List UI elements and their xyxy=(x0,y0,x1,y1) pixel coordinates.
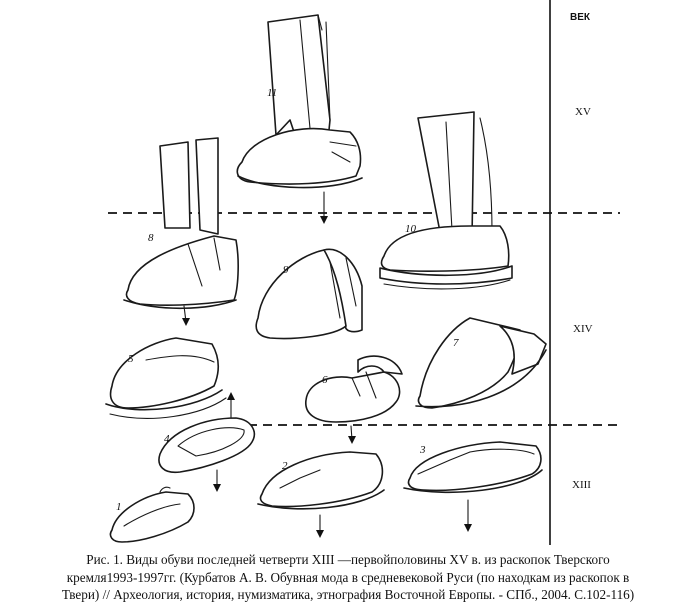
caption-line-1: Рис. 1. Виды обуви последней четверти XI… xyxy=(86,552,610,567)
shoe-8: 8 xyxy=(123,137,239,310)
arrow-4-down xyxy=(213,469,221,492)
arrow-4-to-5 xyxy=(227,392,235,419)
shoe-10-number: 10 xyxy=(405,223,417,235)
shoe-1: 1 xyxy=(109,486,195,543)
century-axis-header: ВЕК xyxy=(570,12,591,23)
shoe-9-number: 9 xyxy=(283,264,289,276)
shoe-2: 2 xyxy=(257,451,385,510)
shoe-7: 7 xyxy=(415,317,547,409)
shoe-11: 11 xyxy=(236,14,363,189)
figure-caption: Рис. 1. Виды обуви последней четверти XI… xyxy=(4,551,692,614)
shoe-5-number: 5 xyxy=(128,353,134,365)
century-label-xiii: XIII xyxy=(572,479,591,491)
century-label-xiv: XIV xyxy=(573,323,593,335)
shoe-4-number: 4 xyxy=(164,433,170,445)
shoe-7-number: 7 xyxy=(453,337,459,349)
caption-line-3: Твери) // Археология, история, нумизмати… xyxy=(61,587,635,602)
shoe-6: 6 xyxy=(305,355,403,423)
shoe-2-number: 2 xyxy=(282,460,288,472)
footwear-drawing: ВЕК XV XIV XIII 11 8 1 xyxy=(105,0,620,545)
shoe-6-number: 6 xyxy=(322,374,328,386)
shoe-9: 9 xyxy=(255,248,363,340)
footwear-figure: ВЕК XV XIV XIII 11 8 1 xyxy=(105,0,620,545)
shoe-10: 10 xyxy=(379,111,513,290)
arrow-3-down xyxy=(464,499,472,532)
shoe-3: 3 xyxy=(403,441,543,494)
arrow-6-to-2 xyxy=(348,425,356,444)
arrow-11-to-9 xyxy=(320,191,328,224)
arrow-8-to-5 xyxy=(182,305,190,326)
century-label-xv: XV xyxy=(575,106,591,118)
shoe-8-number: 8 xyxy=(148,232,154,244)
shoe-1-number: 1 xyxy=(116,501,122,513)
caption-line-2: кремля1993-1997гг. (Курбатов А. В. Обувн… xyxy=(66,569,630,585)
shoe-4: 4 xyxy=(158,417,256,474)
shoe-3-number: 3 xyxy=(419,444,426,456)
shoe-11-number: 11 xyxy=(267,87,277,99)
shoe-5: 5 xyxy=(105,337,227,419)
arrow-2-down xyxy=(316,514,324,538)
